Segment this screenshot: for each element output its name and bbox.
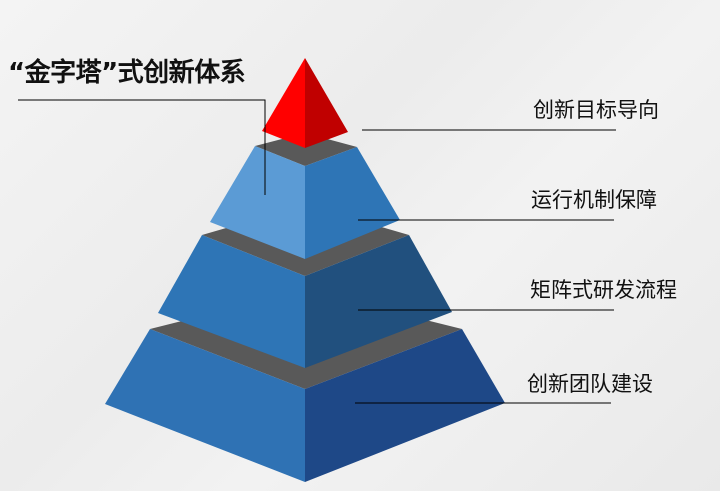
level-label-goal: 创新目标导向 [533, 98, 659, 122]
diagram-title: “金字塔”式创新体系 [8, 58, 246, 88]
tier-3-right-face [305, 329, 505, 482]
tier-1-top-gray [255, 133, 357, 166]
level-label-mechanism: 运行机制保障 [531, 188, 657, 212]
apex-left-face [262, 58, 305, 148]
apex-right-face [305, 58, 348, 148]
level-label-process: 矩阵式研发流程 [530, 278, 677, 302]
tier-2-right-face [305, 235, 452, 368]
level-label-team: 创新团队建设 [527, 372, 653, 396]
tier-1-right-face [305, 147, 400, 259]
tier-3-left-face [105, 329, 305, 482]
tier-2-left-face [158, 235, 305, 368]
title-leader-line [18, 99, 266, 195]
tier-1-left-face [210, 146, 305, 259]
